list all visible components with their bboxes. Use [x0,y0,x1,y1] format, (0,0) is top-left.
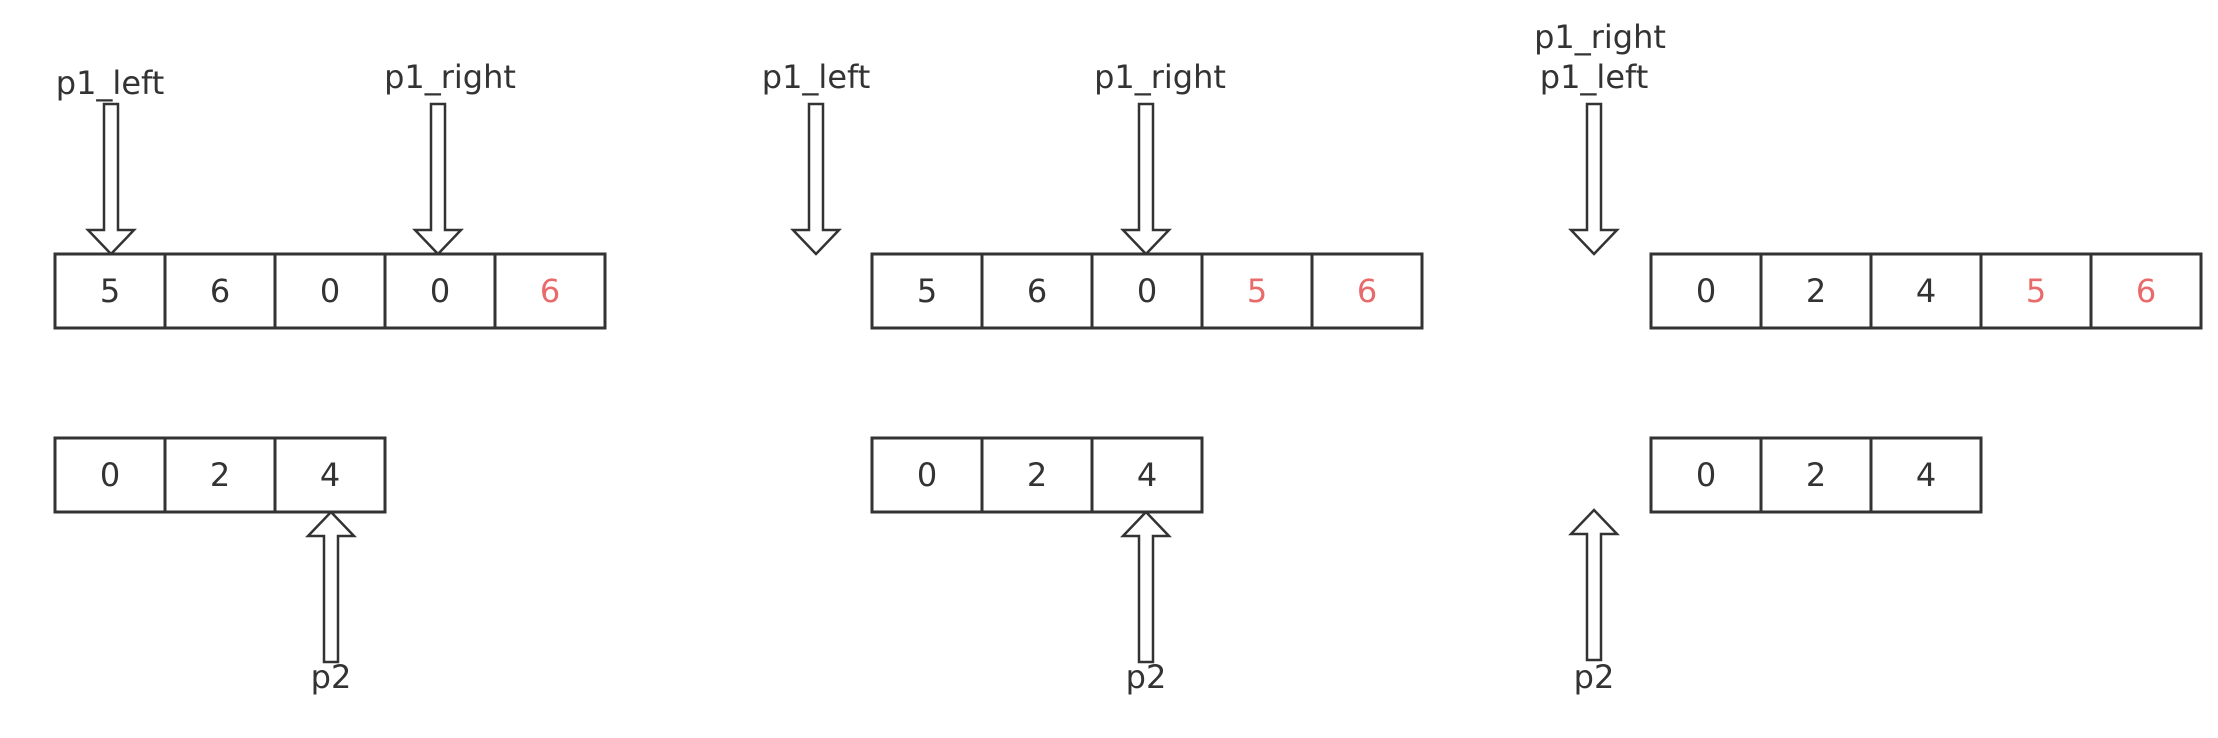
array-cell [163,252,277,330]
p1-left-label: p1_left [762,58,871,96]
array-cell [53,252,167,330]
array-2: 0 2 4 [1649,436,1983,514]
array-cell [870,436,984,514]
p2-label: p2 [1126,658,1167,696]
array-value: 2 [1806,456,1826,494]
p1-right-arrow [1120,102,1172,256]
array-cell [163,436,277,514]
array-cell [273,436,387,514]
array-value: 2 [1806,272,1826,310]
array-value: 0 [1696,456,1716,494]
array-cell [1759,436,1873,514]
array-2: 0 2 4 [870,436,1204,514]
p1-left-arrow [790,102,842,256]
array-value: 2 [210,456,230,494]
array-cell [1869,252,1983,330]
p2-arrow [305,510,357,664]
array-value: 4 [1916,456,1936,494]
array-cell [870,252,984,330]
array-value: 0 [320,272,340,310]
panel-1: p1_left p1_right 5 6 0 0 6 0 2 4 p2 [53,58,607,696]
p1-right-arrow [412,102,464,256]
array-cell [1869,436,1983,514]
array-value: 0 [1137,272,1157,310]
p1-left-label: p1_left [56,64,165,102]
panel-2: p1_left p1_right 5 6 0 5 6 0 2 4 p2 [762,58,1424,696]
array-1: 5 6 0 5 6 [870,252,1424,330]
array-value: 5 [100,272,120,310]
p1-right-label: p1_right [1534,18,1666,56]
array-cell [273,252,387,330]
array-cell [1649,436,1763,514]
p1-left-arrow [1568,102,1620,256]
array-value: 4 [320,456,340,494]
p2-arrow [1120,510,1172,664]
array-value: 0 [100,456,120,494]
array-value: 5 [917,272,937,310]
array-cell [53,436,167,514]
array-value: 5 [1247,272,1267,310]
p2-arrow [1568,508,1620,662]
array-1: 0 2 4 5 6 [1649,252,2203,330]
array-value: 4 [1137,456,1157,494]
array-value: 0 [430,272,450,310]
p1-right-label: p1_right [384,58,516,96]
array-cell [2089,252,2203,330]
array-cell [1649,252,1763,330]
array-value: 0 [917,456,937,494]
array-value: 6 [2136,272,2156,310]
array-cell [1090,436,1204,514]
array-value: 6 [210,272,230,310]
p2-label: p2 [1574,658,1615,696]
array-cell [493,252,607,330]
array-2: 0 2 4 [53,436,387,514]
p2-label: p2 [311,658,352,696]
p1-left-label: p1_left [1540,58,1649,96]
array-cell [980,252,1094,330]
array-1: 5 6 0 0 6 [53,252,607,330]
array-value: 0 [1696,272,1716,310]
array-value: 2 [1027,456,1047,494]
array-cell [1310,252,1424,330]
array-value: 6 [1027,272,1047,310]
p1-left-arrow [85,102,137,256]
panel-3: p1_right p1_left 0 2 4 5 6 0 2 4 p2 [1534,18,2203,696]
array-cell [1200,252,1314,330]
p1-right-label: p1_right [1094,58,1226,96]
array-value: 4 [1916,272,1936,310]
array-value: 6 [1357,272,1377,310]
array-value: 6 [540,272,560,310]
array-cell [1979,252,2093,330]
array-value: 5 [2026,272,2046,310]
